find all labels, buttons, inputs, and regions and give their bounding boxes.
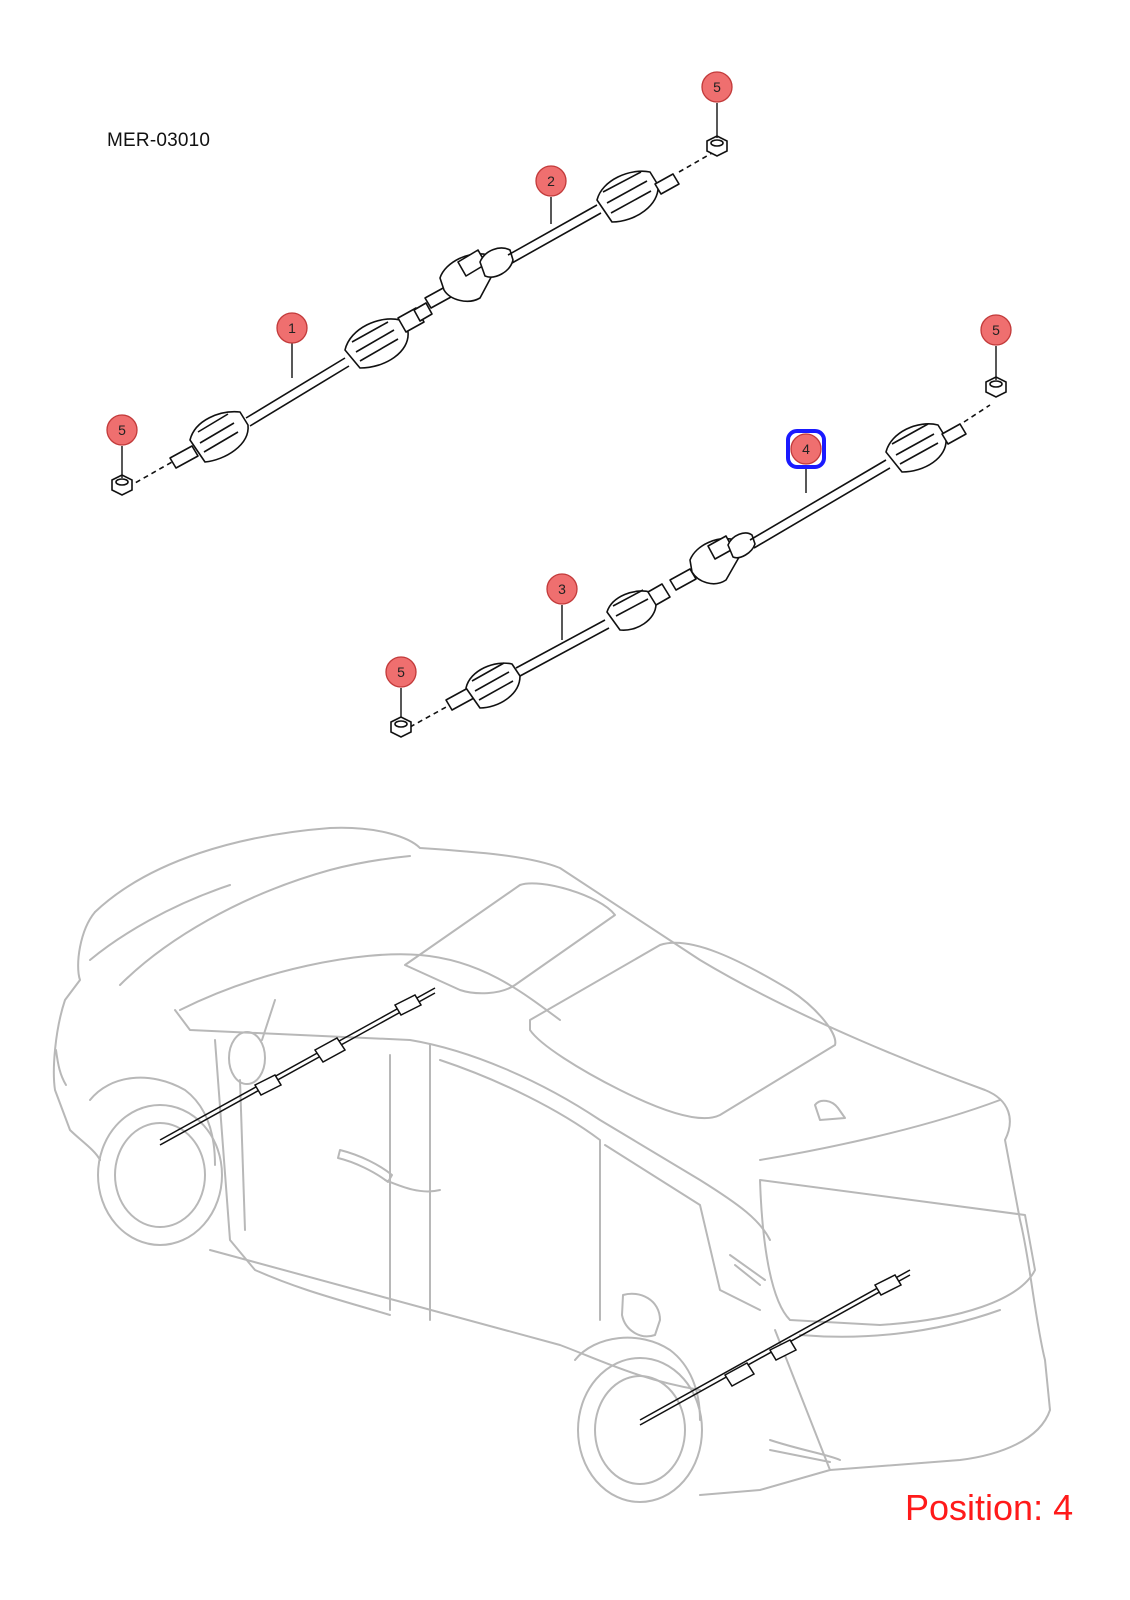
diagram-code: MER-03010 [107, 130, 211, 151]
callout-number: 5 [713, 79, 721, 95]
callout-circle [546, 573, 578, 605]
part-shaft-2 [424, 152, 713, 309]
callout-3[interactable]: 3 [546, 573, 578, 605]
callout-circle [535, 165, 567, 197]
callout-circle [701, 71, 733, 103]
callout-5a[interactable]: 5 [106, 414, 138, 446]
callout-circle [106, 414, 138, 446]
selected-callout-highlight [786, 429, 826, 469]
vehicle-shafts [159, 987, 911, 1426]
callout-circle [790, 433, 822, 465]
callouts-layer [121, 103, 997, 718]
part-shaft-4 [669, 404, 991, 591]
callout-circle [385, 656, 417, 688]
nut-5c [985, 376, 1007, 398]
callout-number: 5 [118, 422, 126, 438]
part-shaft-3 [409, 583, 671, 728]
callout-5c[interactable]: 5 [980, 314, 1012, 346]
callout-number: 4 [802, 441, 810, 457]
callout-group: 1 2 3 4 5 5 5 5 [106, 71, 1012, 688]
nut-5d [390, 716, 412, 738]
vehicle-illustration [52, 826, 1051, 1503]
callout-number: 1 [288, 320, 296, 336]
callout-number: 3 [558, 581, 566, 597]
callout-2[interactable]: 2 [535, 165, 567, 197]
part-shaft-1 [127, 302, 433, 488]
callout-number: 5 [992, 322, 1000, 338]
position-label: Position: 4 [905, 1487, 1074, 1528]
callout-number: 2 [547, 173, 555, 189]
callout-5b[interactable]: 5 [701, 71, 733, 103]
nut-5a [111, 474, 133, 496]
callout-4[interactable]: 4 [786, 429, 826, 469]
nut-5b [706, 135, 728, 157]
callout-5d[interactable]: 5 [385, 656, 417, 688]
callout-circle [276, 312, 308, 344]
part-nuts-5 [111, 135, 1007, 738]
callout-circle [980, 314, 1012, 346]
callout-1[interactable]: 1 [276, 312, 308, 344]
callout-number: 5 [397, 664, 405, 680]
